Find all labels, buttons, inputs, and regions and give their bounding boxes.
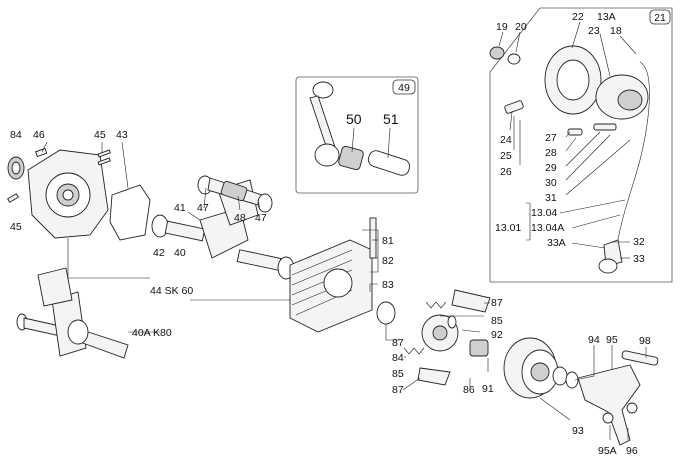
callout-43: 43 bbox=[116, 129, 128, 141]
callout-46: 46 bbox=[33, 129, 45, 141]
callout-51: 51 bbox=[383, 111, 399, 127]
callout-33a: 33A bbox=[547, 237, 566, 249]
callout-45-left: 45 bbox=[10, 221, 22, 233]
callout-85-lower: 85 bbox=[392, 368, 404, 380]
callout-31: 31 bbox=[545, 192, 557, 204]
crankshaft-40a-drawing bbox=[16, 267, 129, 359]
leader-lines bbox=[41, 21, 647, 440]
callout-30: 30 bbox=[545, 177, 557, 189]
callout-45-top: 45 bbox=[94, 129, 106, 141]
callout-94: 94 bbox=[588, 334, 600, 346]
callout-84: 84 bbox=[10, 129, 22, 141]
callout-87-bottom: 87 bbox=[392, 384, 404, 396]
callout-41: 41 bbox=[174, 202, 186, 214]
callout-87-mid: 87 bbox=[392, 337, 404, 349]
sprocket-drum-drawing bbox=[503, 337, 579, 399]
callout-13-01: 13.01 bbox=[495, 222, 521, 234]
callout-26: 26 bbox=[500, 166, 512, 178]
gasket-drawing bbox=[109, 184, 151, 241]
callout-85-top: 85 bbox=[491, 315, 503, 327]
inset-49-badge-label: 49 bbox=[398, 82, 410, 94]
callout-91: 91 bbox=[482, 383, 494, 395]
callout-40: 40 bbox=[174, 247, 186, 259]
callout-13a: 13A bbox=[597, 11, 616, 23]
callout-48: 48 bbox=[234, 212, 246, 224]
callout-13-04a: 13.04A bbox=[531, 222, 564, 234]
callout-92: 92 bbox=[491, 329, 503, 341]
callout-19: 19 bbox=[496, 21, 508, 33]
callout-23: 23 bbox=[588, 25, 600, 37]
callout-82: 82 bbox=[382, 255, 394, 267]
callout-98: 98 bbox=[639, 335, 651, 347]
callout-50: 50 bbox=[346, 111, 362, 127]
callout-87-top: 87 bbox=[491, 297, 503, 309]
callout-86: 86 bbox=[463, 384, 475, 396]
callout-83: 83 bbox=[382, 279, 394, 291]
connecting-rod-drawing bbox=[197, 175, 273, 213]
callout-42: 42 bbox=[153, 247, 165, 259]
inset-49-labels: 50 51 bbox=[346, 111, 399, 127]
crankcase-half-drawing bbox=[7, 147, 111, 239]
callout-40a-k80: 40A K80 bbox=[132, 327, 172, 339]
inset-21-badge-label: 21 bbox=[654, 12, 666, 24]
inset-21-labels: 19 20 22 13A 23 18 24 25 26 27 28 29 30 … bbox=[495, 11, 645, 265]
callout-84-lower: 84 bbox=[392, 352, 404, 364]
inset-49-parts bbox=[309, 81, 411, 176]
callout-labels: 84 46 45 43 45 41 47 48 47 42 40 81 82 8… bbox=[10, 129, 651, 457]
brake-bracket-drawing bbox=[577, 350, 659, 446]
callout-47-right: 47 bbox=[255, 212, 267, 224]
callout-24: 24 bbox=[500, 134, 512, 146]
callout-29: 29 bbox=[545, 162, 557, 174]
callout-27: 27 bbox=[545, 132, 557, 144]
callout-44-sk-60: 44 SK 60 bbox=[150, 285, 193, 297]
callout-93: 93 bbox=[572, 425, 584, 437]
callout-33: 33 bbox=[633, 253, 645, 265]
inset-21-badge bbox=[649, 9, 671, 25]
callout-28: 28 bbox=[545, 147, 557, 159]
callout-47-left: 47 bbox=[197, 202, 209, 214]
callout-13-04: 13.04 bbox=[531, 207, 557, 219]
callout-18: 18 bbox=[610, 25, 622, 37]
callout-96: 96 bbox=[626, 445, 638, 457]
inset-21-parts bbox=[489, 45, 650, 274]
callout-95: 95 bbox=[606, 334, 618, 346]
callout-25: 25 bbox=[500, 150, 512, 162]
callout-95a: 95A bbox=[598, 445, 617, 457]
callout-81: 81 bbox=[382, 235, 394, 247]
callout-32: 32 bbox=[633, 236, 645, 248]
clutch-drawing bbox=[376, 289, 491, 386]
inset-49-badge bbox=[392, 79, 416, 95]
cylinder-drawing bbox=[289, 217, 377, 333]
callout-20: 20 bbox=[515, 21, 527, 33]
callout-22: 22 bbox=[572, 11, 584, 23]
